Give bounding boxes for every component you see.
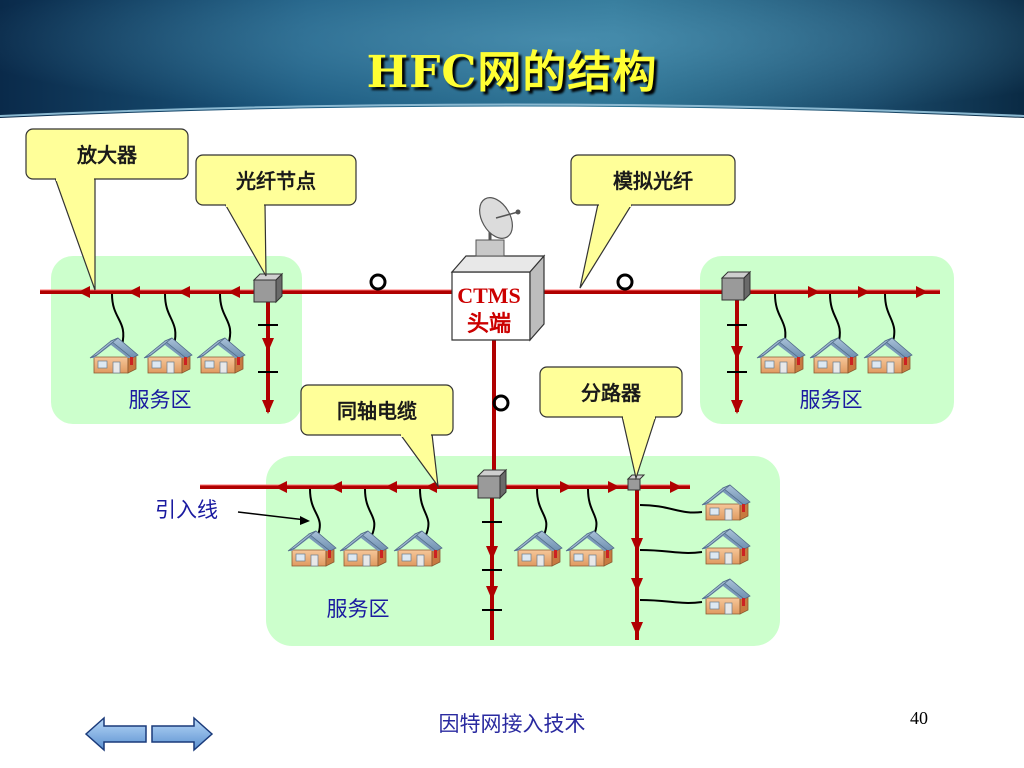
callout-coax-cable: 同轴电缆 <box>300 384 454 489</box>
drop-lines <box>111 293 896 604</box>
fiber-node-right <box>721 271 751 301</box>
fiber-node-bottom <box>477 469 507 499</box>
amplifier-ticks <box>258 324 747 611</box>
fiber-node-left <box>253 273 283 303</box>
prev-slide-button[interactable] <box>84 716 148 756</box>
left-arrow-icon <box>84 716 147 752</box>
fiber-loop-icons <box>369 273 634 412</box>
analog-fiber-label: 模拟光纤 <box>613 169 693 193</box>
satellite-dish-icon <box>475 197 521 257</box>
splitter-label: 分路器 <box>581 381 642 405</box>
amplifier-label: 放大器 <box>76 143 138 167</box>
zone-label-left: 服务区 <box>129 388 192 412</box>
coax-cable-label: 同轴电缆 <box>337 399 417 423</box>
fiber-node-label: 光纤节点 <box>235 169 316 193</box>
drop-line-label: 引入线 <box>155 498 218 522</box>
page-number: 40 <box>910 708 928 728</box>
callout-fiber-node: 光纤节点 <box>195 154 357 277</box>
ctms-label: CTMS <box>457 283 521 308</box>
header-banner: HFC网的结构 <box>0 0 1024 133</box>
headend-label: 头端 <box>467 311 511 336</box>
ctms-headend: CTMS 头端 <box>450 197 546 342</box>
next-slide-button[interactable] <box>150 716 214 756</box>
service-zone-left <box>51 256 302 424</box>
page-title: HFC网的结构 <box>366 47 658 98</box>
callout-splitter: 分路器 <box>539 366 683 481</box>
drop-line-annotation: 引入线 <box>155 498 310 525</box>
callout-amplifier: 放大器 <box>25 128 189 291</box>
callout-analog-fiber: 模拟光纤 <box>570 154 736 289</box>
right-arrow-icon <box>151 716 214 752</box>
direction-arrows <box>78 286 928 636</box>
zone-label-right: 服务区 <box>800 388 863 412</box>
zone-label-bottom: 服务区 <box>327 597 390 621</box>
service-zone-right <box>700 256 954 424</box>
footer-title: 因特网接入技术 <box>438 712 586 736</box>
